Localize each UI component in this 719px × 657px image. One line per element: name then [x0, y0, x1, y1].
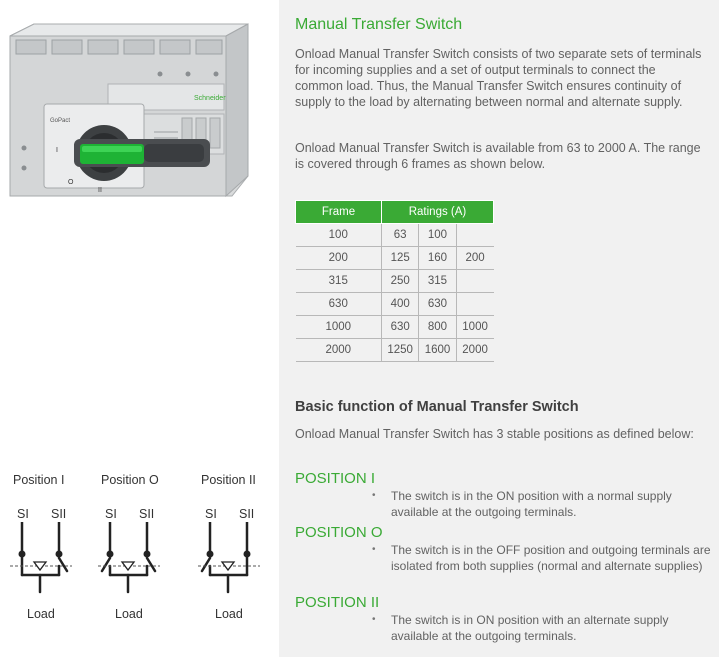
intro-paragraph: Onload Manual Transfer Switch consists o… [295, 47, 702, 109]
terminal-si-1: SI [17, 507, 29, 521]
table-row: 100 63 100 [295, 223, 494, 247]
table-cell-rating [455, 292, 494, 316]
table-row: 1000 630 800 1000 [295, 315, 494, 339]
position-ii-description: The switch is in ON position with an alt… [391, 613, 669, 643]
table-cell-rating: 800 [418, 315, 457, 339]
brand-logo: Schneider [194, 95, 226, 102]
transfer-switch-image: Schneider GoPact I O II [9, 23, 249, 198]
basic-function-heading: Basic function of Manual Transfer Switch [295, 399, 579, 415]
svg-text:II: II [98, 187, 102, 194]
table-row: 315 250 315 [295, 269, 494, 293]
load-label-2: Load [115, 607, 143, 621]
basic-function-paragraph: Onload Manual Transfer Switch has 3 stab… [295, 427, 694, 441]
bullet-icon: • [372, 614, 376, 625]
load-label-1: Load [27, 607, 55, 621]
table-cell-frame: 200 [295, 246, 382, 270]
position-diagrams: Position I Position O Position II SI SII… [0, 470, 279, 630]
table-cell-rating: 1250 [380, 338, 420, 362]
svg-text:I: I [56, 147, 58, 154]
position-i-description: The switch is in the ON position with a … [391, 489, 672, 519]
position-ii-heading: POSITION II [295, 594, 380, 611]
range-paragraph: Onload Manual Transfer Switch is availab… [295, 141, 701, 171]
table-cell-rating [455, 223, 494, 247]
position-i-heading: POSITION I [295, 470, 376, 487]
table-cell-rating [455, 269, 494, 293]
content-panel: Manual Transfer Switch Onload Manual Tra… [279, 0, 719, 657]
ratings-table: Frame Ratings (A) 100 63 100 200 125 160… [295, 200, 494, 362]
diagram-label-position-o: Position O [101, 473, 159, 487]
table-cell-rating: 250 [380, 269, 420, 293]
table-cell-frame: 1000 [295, 315, 382, 339]
table-cell-rating: 200 [455, 246, 494, 270]
position-o-description: The switch is in the OFF position and ou… [391, 543, 711, 573]
terminal-sii-3: SII [239, 507, 255, 521]
table-cell-rating: 100 [418, 223, 457, 247]
terminal-si-2: SI [105, 507, 117, 521]
series-label: GoPact [50, 118, 70, 124]
terminal-sii-2: SII [139, 507, 155, 521]
table-cell-frame: 630 [295, 292, 382, 316]
diagram-label-position-i: Position I [13, 473, 65, 487]
position-o-heading: POSITION O [295, 524, 383, 541]
terminal-sii-1: SII [51, 507, 67, 521]
table-cell-frame: 2000 [295, 338, 382, 362]
table-row: 630 400 630 [295, 292, 494, 316]
load-label-3: Load [215, 607, 243, 621]
svg-text:O: O [68, 179, 74, 186]
terminal-si-3: SI [205, 507, 217, 521]
table-header-frame: Frame [295, 200, 382, 224]
table-cell-rating: 1000 [455, 315, 494, 339]
table-cell-frame: 315 [295, 269, 382, 293]
table-row: 2000 1250 1600 2000 [295, 338, 494, 362]
switch-symbols [10, 522, 260, 594]
table-row: 200 125 160 200 [295, 246, 494, 270]
bullet-icon: • [372, 490, 376, 501]
table-header-ratings: Ratings (A) [381, 200, 494, 224]
table-cell-rating: 630 [380, 315, 420, 339]
page-title: Manual Transfer Switch [295, 16, 463, 33]
diagram-label-position-ii: Position II [201, 473, 256, 487]
table-cell-rating: 630 [418, 292, 457, 316]
table-cell-rating: 2000 [455, 338, 494, 362]
left-panel: Schneider GoPact I O II [0, 0, 279, 657]
table-cell-rating: 125 [380, 246, 420, 270]
table-cell-rating: 400 [380, 292, 420, 316]
bullet-icon: • [372, 544, 376, 555]
table-cell-rating: 63 [380, 223, 420, 247]
table-cell-rating: 315 [418, 269, 457, 293]
table-cell-frame: 100 [295, 223, 382, 247]
table-cell-rating: 160 [418, 246, 457, 270]
table-cell-rating: 1600 [418, 338, 457, 362]
